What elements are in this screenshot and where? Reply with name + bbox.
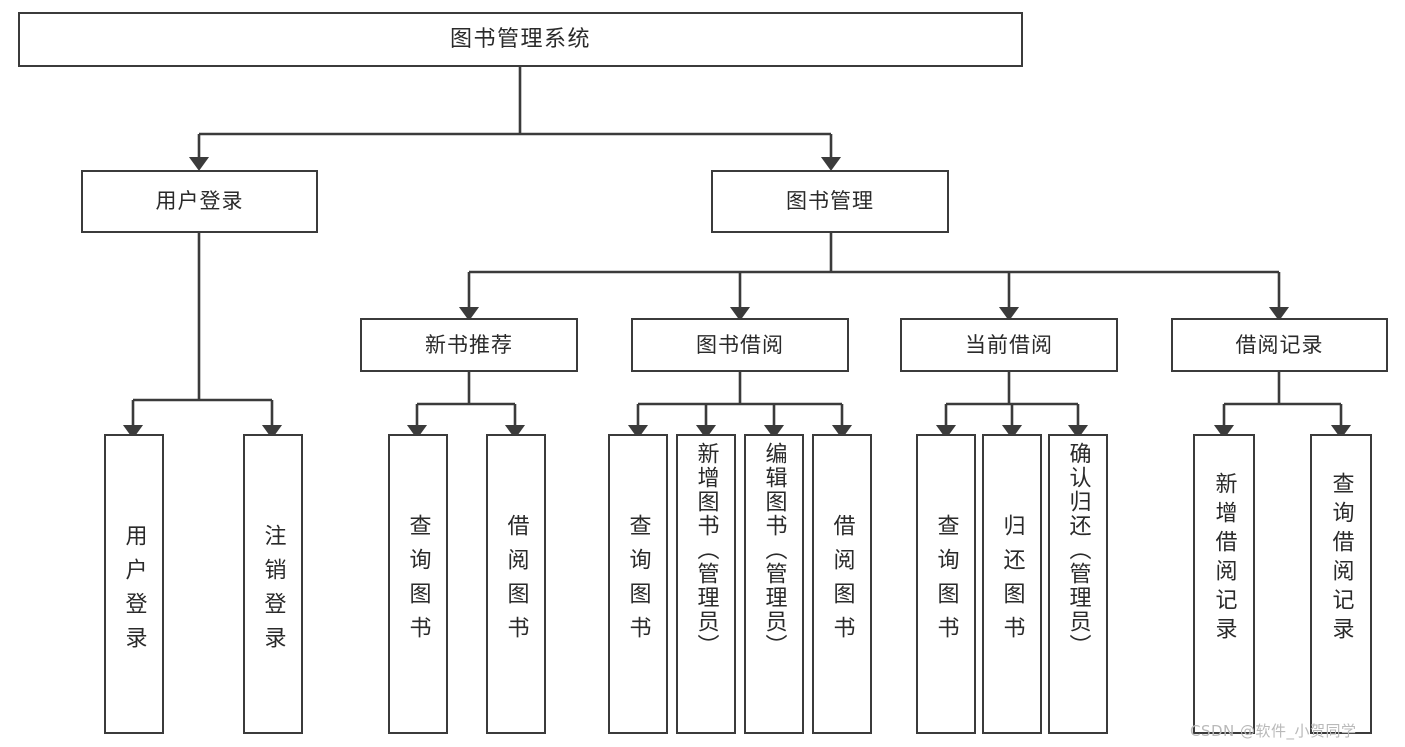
node-label: 用户登录 [121,524,147,660]
leaf-return-book[interactable]: 归还图书 [982,434,1042,734]
leaf-query-book-current[interactable]: 查询图书 [916,434,976,734]
leaf-confirm-return-admin[interactable]: 确认归还（管理员） [1048,434,1108,734]
node-label: 查询图书 [933,514,959,650]
node-new-book-recommend[interactable]: 新书推荐 [360,318,578,372]
node-root-book-management-system[interactable]: 图书管理系统 [18,12,1023,67]
leaf-user-logout[interactable]: 注销登录 [243,434,303,734]
node-current-borrow[interactable]: 当前借阅 [900,318,1118,372]
node-label: 新增图书（管理员） [693,442,719,658]
node-label: 借阅记录 [1235,332,1324,357]
node-label: 借阅图书 [503,514,529,650]
node-label: 查询图书 [405,514,431,650]
node-label: 注销登录 [260,524,286,660]
leaf-query-borrow-record[interactable]: 查询借阅记录 [1310,434,1372,734]
node-label: 图书借阅 [696,332,784,357]
node-label: 图书管理系统 [449,26,591,52]
node-book-borrow[interactable]: 图书借阅 [631,318,849,372]
leaf-user-login[interactable]: 用户登录 [104,434,164,734]
leaf-edit-book-admin[interactable]: 编辑图书（管理员） [744,434,804,734]
leaf-borrow-book-recommend[interactable]: 借阅图书 [486,434,546,734]
node-user-login[interactable]: 用户登录 [81,170,318,233]
node-label: 图书管理 [786,189,874,214]
leaf-add-book-admin[interactable]: 新增图书（管理员） [676,434,736,734]
leaf-query-book-recommend[interactable]: 查询图书 [388,434,448,734]
leaf-query-book-borrow[interactable]: 查询图书 [608,434,668,734]
node-label: 查询图书 [625,514,651,650]
node-label: 确认归还（管理员） [1065,442,1091,658]
leaf-borrow-book[interactable]: 借阅图书 [812,434,872,734]
leaf-add-borrow-record[interactable]: 新增借阅记录 [1193,434,1255,734]
node-label: 新书推荐 [425,332,513,357]
node-label: 编辑图书（管理员） [761,442,787,658]
node-borrow-record[interactable]: 借阅记录 [1171,318,1388,372]
node-label: 用户登录 [155,189,244,214]
watermark: CSDN @软件_小贺同学 [1190,722,1357,740]
node-label: 新增借阅记录 [1211,472,1237,646]
node-label: 查询借阅记录 [1328,472,1354,646]
node-label: 归还图书 [999,514,1025,650]
node-label: 借阅图书 [829,514,855,650]
node-book-management[interactable]: 图书管理 [711,170,949,233]
node-label: 当前借阅 [965,332,1053,357]
